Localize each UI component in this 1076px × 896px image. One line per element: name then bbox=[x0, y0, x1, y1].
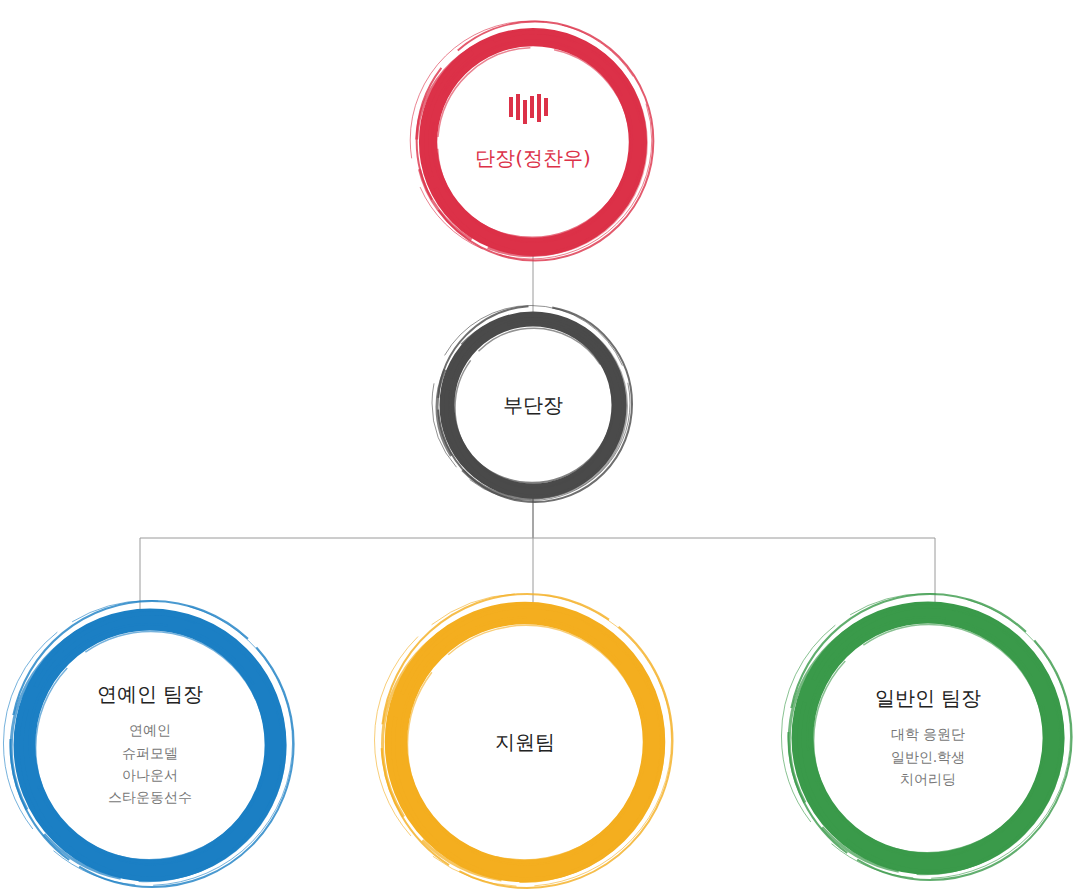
node-body: 연예인 슈퍼모델 아나운서 스타운동선수 bbox=[105, 719, 196, 809]
brush-ring bbox=[411, 20, 655, 264]
node-title: 지원팀 bbox=[495, 729, 555, 755]
team-circle: 단장(정찬우) bbox=[411, 20, 655, 264]
team-circle: 부단장 bbox=[433, 305, 633, 505]
node-title: 부단장 bbox=[503, 392, 563, 418]
node-title: 일반인 팀장 bbox=[875, 685, 981, 711]
org-connector bbox=[533, 498, 935, 602]
node-body: 대학 응원단 일반인.학생 치어리딩 bbox=[883, 723, 974, 790]
team-circle: 연예인 팀장연예인 슈퍼모델 아나운서 스타운동선수 bbox=[4, 599, 296, 891]
node-title: 연예인 팀장 bbox=[97, 681, 203, 707]
org-connector bbox=[140, 498, 533, 610]
team-circle: 일반인 팀장대학 응원단 일반인.학생 치어리딩 bbox=[782, 592, 1074, 884]
node-title: 단장(정찬우) bbox=[475, 145, 591, 171]
org-connector bbox=[533, 255, 534, 312]
team-circle: 지원팀 bbox=[375, 592, 675, 892]
logo-icon bbox=[509, 94, 551, 124]
